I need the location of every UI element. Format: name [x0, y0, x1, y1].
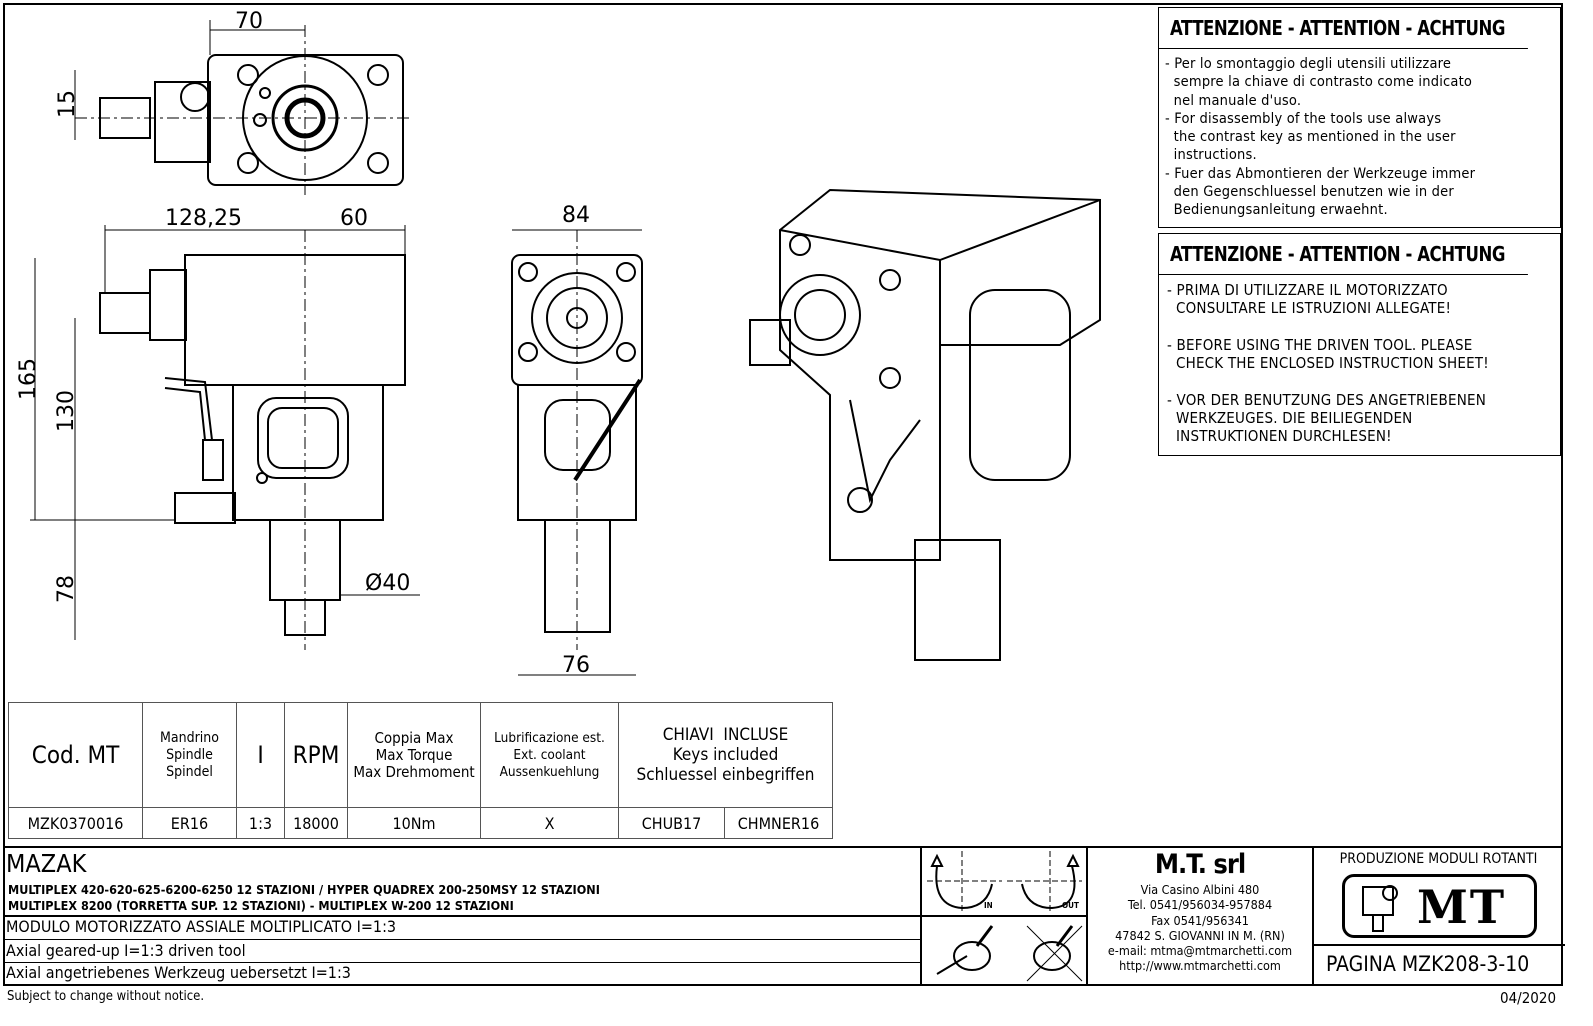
front-view	[511, 229, 643, 676]
header-coolant: Lubrificazione est. Ext. coolant Aussenk…	[480, 702, 619, 808]
dim-side-length: 128,25	[165, 206, 242, 231]
company-tel: Tel. 0541/956034-957884	[1127, 897, 1273, 913]
dim-body-height: 130	[54, 390, 79, 432]
header-torque: Coppia Max Max Torque Max Drehmoment	[347, 702, 481, 808]
description-de: Axial angetriebenes Werkzeug uebersetzt …	[6, 963, 351, 982]
header-rpm: RPM	[284, 702, 348, 808]
cell-ratio: 1:3	[236, 807, 285, 839]
dim-side-width: 60	[340, 206, 368, 231]
production-label: PRODUZIONE MODULI ROTANTI	[1339, 851, 1538, 867]
logo-text: MT	[1417, 880, 1507, 934]
page-number: PAGINA MZK208-3-10	[1326, 952, 1530, 976]
side-view	[30, 225, 420, 650]
rotation-in-icon	[927, 851, 1002, 914]
cell-key-1: CHUB17	[618, 807, 725, 839]
dim-total-height: 165	[16, 358, 41, 400]
warning-box-disassembly: ATTENZIONE - ATTENTION - ACHTUNG - Per l…	[1158, 7, 1561, 228]
isometric-view	[749, 188, 1101, 661]
description-it: MODULO MOTORIZZATO ASSIALE MOLTIPLICATO …	[6, 917, 397, 936]
company-city: 47842 S. GIOVANNI IN M. (RN)	[1115, 927, 1285, 943]
dim-front-bottom-width: 76	[562, 653, 590, 678]
dim-top-offset: 15	[55, 90, 80, 118]
divider	[3, 915, 921, 917]
dim-shank-length: 78	[54, 575, 79, 603]
company-name: M.T. srl	[1154, 849, 1246, 880]
header-ratio: I	[236, 702, 285, 808]
brand: MAZAK	[6, 849, 87, 878]
revision-date: 04/2020	[1500, 989, 1557, 1007]
cell-torque: 10Nm	[347, 807, 481, 839]
warning-text: - Per lo smontaggio degli utensili utili…	[1165, 56, 1476, 219]
header-keys: CHIAVI INCLUSE Keys included Schluessel …	[618, 702, 833, 808]
company-info: M.T. srl Via Casino Albini 480 Tel. 0541…	[1088, 848, 1312, 974]
cell-spindle: ER16	[142, 807, 237, 839]
cell-rpm: 18000	[284, 807, 348, 839]
warning-box-instructions: ATTENZIONE - ATTENTION - ACHTUNG - PRIMA…	[1158, 233, 1561, 456]
logo-tool-icon	[1362, 885, 1398, 932]
correct-key-usage-icon	[936, 925, 994, 975]
rotation-out-icon	[1007, 851, 1082, 914]
cell-coolant: X	[480, 807, 619, 839]
rotation-out-label: OUT	[1062, 901, 1079, 910]
rotation-in-label: IN	[984, 901, 993, 910]
dim-front-width: 84	[562, 203, 590, 228]
machines-line-2: MULTIPLEX 8200 (TORRETTA SUP. 12 STAZION…	[8, 898, 514, 913]
dim-shank-diameter: Ø40	[365, 571, 410, 596]
divider	[3, 962, 921, 963]
production-panel: PRODUZIONE MODULI ROTANTI MT PAGINA MZK2…	[1312, 846, 1565, 986]
company-email[interactable]: e-mail: mtma@mtmarchetti.com	[1107, 943, 1293, 959]
change-notice: Subject to change without notice.	[7, 989, 205, 1004]
header-spindle: Mandrino Spindle Spindel	[142, 702, 237, 808]
dim-top-width: 70	[235, 9, 263, 34]
mt-logo: MT	[1342, 874, 1537, 938]
divider	[1314, 944, 1565, 946]
company-address: Via Casino Albini 480	[1140, 882, 1260, 897]
divider	[3, 939, 921, 940]
warning-title: ATTENZIONE - ATTENTION - ACHTUNG	[1159, 234, 1528, 275]
cell-key-2: CHMNER16	[724, 807, 833, 839]
header-code: Cod. MT	[8, 702, 143, 808]
spec-table: Cod. MT Mandrino Spindle Spindel I RPM C…	[8, 702, 833, 839]
description-en: Axial geared-up I=1:3 driven tool	[6, 941, 246, 960]
company-fax: Fax 0541/956341	[1151, 912, 1249, 928]
warning-text: - PRIMA DI UTILIZZARE IL MOTORIZZATO CON…	[1167, 281, 1489, 446]
top-view	[74, 20, 410, 195]
rotation-panel: IN OUT	[920, 846, 1088, 986]
warning-title: ATTENZIONE - ATTENTION - ACHTUNG	[1159, 8, 1528, 49]
wrong-key-usage-icon	[1026, 925, 1083, 982]
machines-line-1: MULTIPLEX 420-620-625-6200-6250 12 STAZI…	[8, 882, 600, 897]
cell-code: MZK0370016	[8, 807, 143, 839]
company-website[interactable]: http://www.mtmarchetti.com	[1119, 958, 1281, 974]
